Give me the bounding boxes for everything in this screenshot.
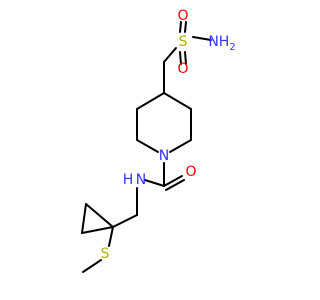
atom-label-amide-n: N <box>136 172 146 188</box>
molecule-structure: NH2 S O O N O N H S <box>81 8 236 273</box>
ring-bond-c4-c3 <box>136 92 165 110</box>
atom-label-nh2: NH2 <box>208 34 235 53</box>
ring-bond-c5-c4 <box>163 92 192 110</box>
bond-s-o-top <box>184 21 187 33</box>
bond-s-o-bottom <box>184 51 187 65</box>
bond-carbonyl-o <box>163 175 183 187</box>
atom-labels: NH2 S O O N O N H S <box>101 8 236 262</box>
bond-s-nh2 <box>192 36 212 41</box>
atom-label-sulfonyl-o-bottom: O <box>177 61 188 77</box>
bond-carbonyl-nh <box>144 179 165 187</box>
atom-label-sulfonyl-o-top: O <box>177 8 188 24</box>
bond-ch2-cyclopropyl <box>112 214 138 228</box>
atom-label-thioether-s: S <box>101 246 110 262</box>
cyclopropane-bond-b <box>81 203 87 234</box>
cyclopropane-bond-a <box>85 203 114 228</box>
bonds <box>81 21 212 273</box>
atom-label-ring-n: N <box>159 148 169 164</box>
atom-label-amide-h: H <box>123 172 134 188</box>
bond-s-o-bottom-2 <box>179 51 182 65</box>
bond-cyclopropyl-s <box>108 226 114 247</box>
bond-carbonyl-o-2 <box>165 179 185 191</box>
ring-bond-c2-n <box>136 139 159 153</box>
ring-bond-n-c6 <box>169 139 192 153</box>
bond-s-o-top-2 <box>179 21 182 33</box>
atom-label-sulfonyl-s: S <box>179 34 188 50</box>
atom-label-amide-o: O <box>185 164 196 180</box>
bond-s-methyl <box>82 259 102 273</box>
bond-ch2-s <box>163 47 177 63</box>
cyclopropane-bond-c <box>81 226 114 234</box>
